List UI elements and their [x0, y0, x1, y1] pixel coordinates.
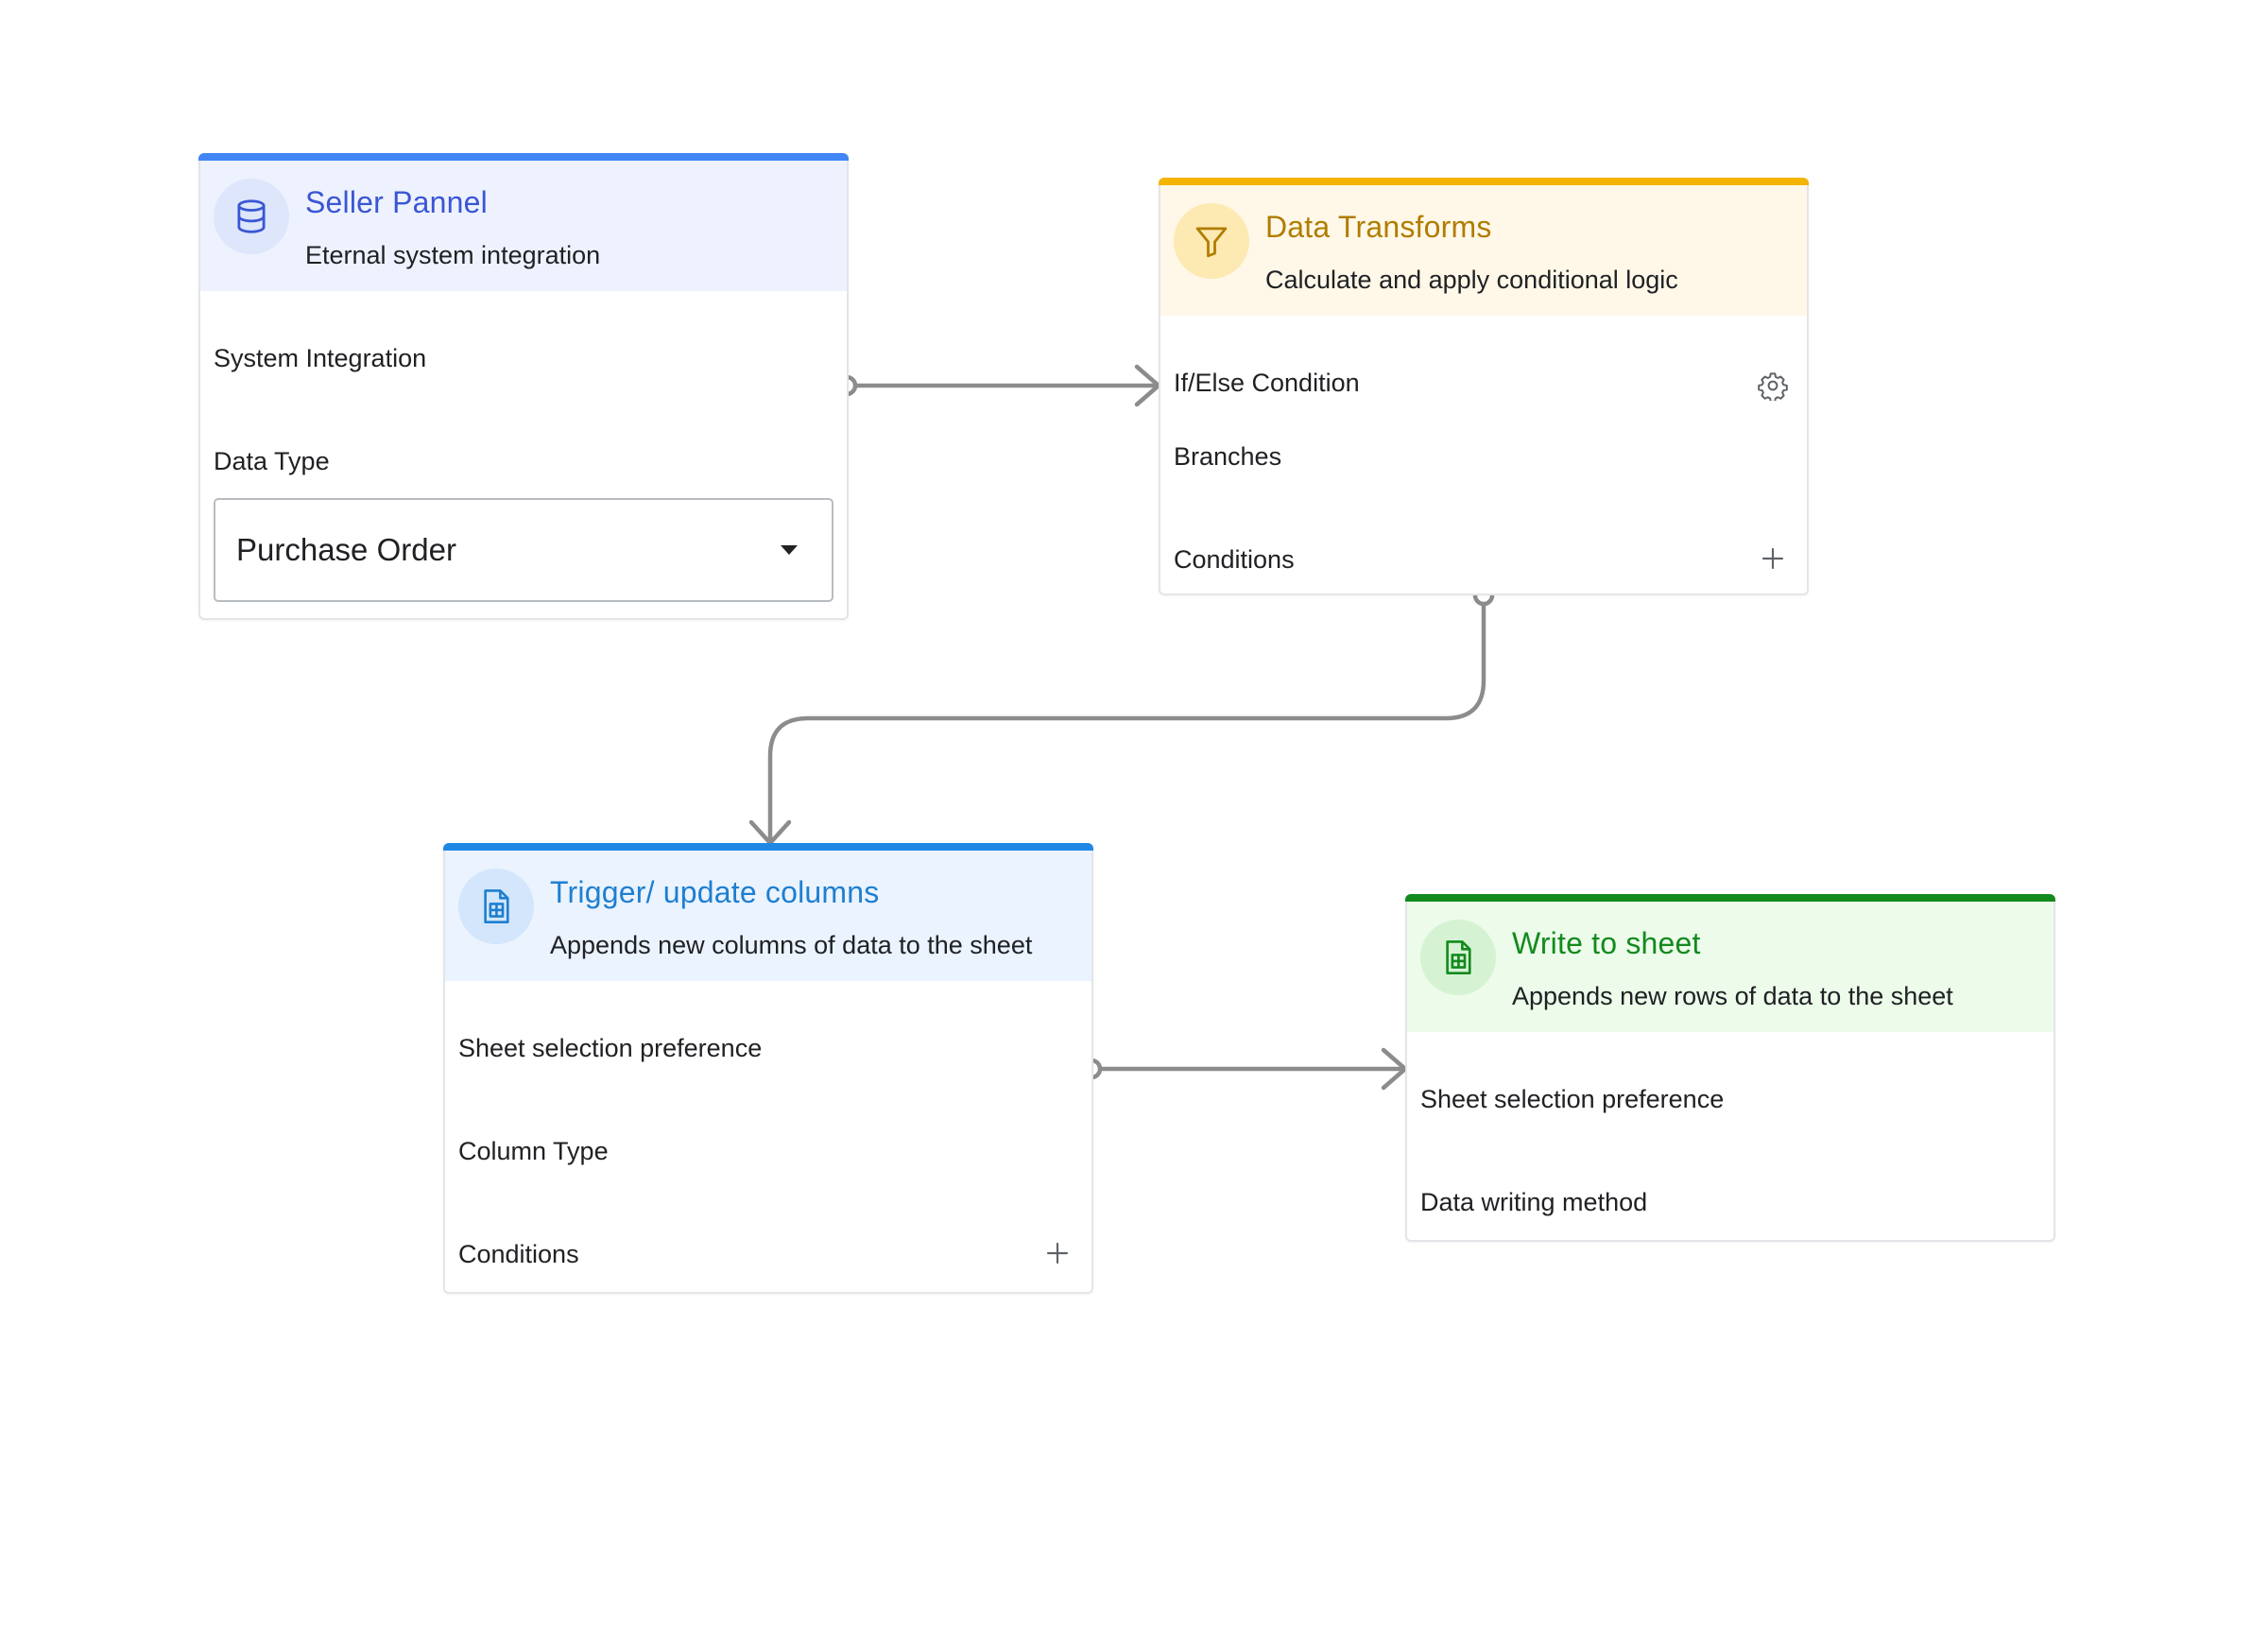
- sheet-icon: [458, 869, 534, 944]
- node-accent-bar: [443, 843, 1093, 851]
- node-subtitle: Appends new columns of data to the sheet: [550, 931, 1033, 959]
- field-branches: Branches: [1174, 442, 1282, 471]
- connector-trigger-to-write[interactable]: [1080, 1047, 1408, 1091]
- connector-seller-to-transform[interactable]: [835, 364, 1161, 407]
- node-write-to-sheet[interactable]: Write to sheet Appends new rows of data …: [1405, 894, 2055, 1242]
- caret-down-icon: [781, 545, 798, 555]
- node-subtitle: Eternal system integration: [305, 241, 601, 269]
- connector-transform-to-trigger[interactable]: [748, 584, 1495, 846]
- database-icon: [214, 179, 289, 254]
- data-type-select-value: Purchase Order: [236, 532, 456, 567]
- field-system-integration: System Integration: [214, 344, 427, 372]
- field-conditions: Conditions: [1174, 545, 1295, 574]
- filter-icon: [1174, 203, 1249, 279]
- field-sheet-selection-preference: Sheet selection preference: [458, 1034, 763, 1062]
- field-data-writing-method: Data writing method: [1420, 1188, 1648, 1216]
- node-subtitle: Calculate and apply conditional logic: [1265, 266, 1678, 294]
- gear-icon[interactable]: [1758, 370, 1788, 403]
- field-column-type: Column Type: [458, 1137, 609, 1165]
- node-subtitle: Appends new rows of data to the sheet: [1512, 982, 1953, 1010]
- field-data-type: Data Type: [214, 447, 330, 475]
- field-if-else-condition: If/Else Condition: [1174, 369, 1360, 397]
- node-header[interactable]: Data Transforms Calculate and apply cond…: [1160, 185, 1807, 316]
- node-title: Trigger/ update columns: [550, 875, 880, 909]
- node-header[interactable]: Seller Pannel Eternal system integration: [200, 161, 847, 291]
- field-sheet-selection-preference: Sheet selection preference: [1420, 1085, 1725, 1113]
- plus-icon[interactable]: [1758, 543, 1788, 574]
- node-accent-bar: [1159, 178, 1809, 185]
- node-title: Seller Pannel: [305, 185, 488, 219]
- data-type-select[interactable]: Purchase Order: [214, 498, 833, 602]
- node-data-transforms[interactable]: Data Transforms Calculate and apply cond…: [1159, 178, 1809, 595]
- node-accent-bar: [1405, 894, 2055, 902]
- node-accent-bar: [198, 153, 849, 161]
- node-header[interactable]: Write to sheet Appends new rows of data …: [1407, 902, 2053, 1032]
- sheet-icon: [1420, 920, 1496, 995]
- field-conditions: Conditions: [458, 1240, 579, 1268]
- plus-icon[interactable]: [1042, 1238, 1073, 1268]
- node-trigger-update-columns[interactable]: Trigger/ update columns Appends new colu…: [443, 843, 1093, 1294]
- node-title: Write to sheet: [1512, 926, 1701, 960]
- node-title: Data Transforms: [1265, 210, 1492, 244]
- node-header[interactable]: Trigger/ update columns Appends new colu…: [445, 851, 1091, 981]
- node-seller-pannel[interactable]: Seller Pannel Eternal system integration…: [198, 153, 849, 620]
